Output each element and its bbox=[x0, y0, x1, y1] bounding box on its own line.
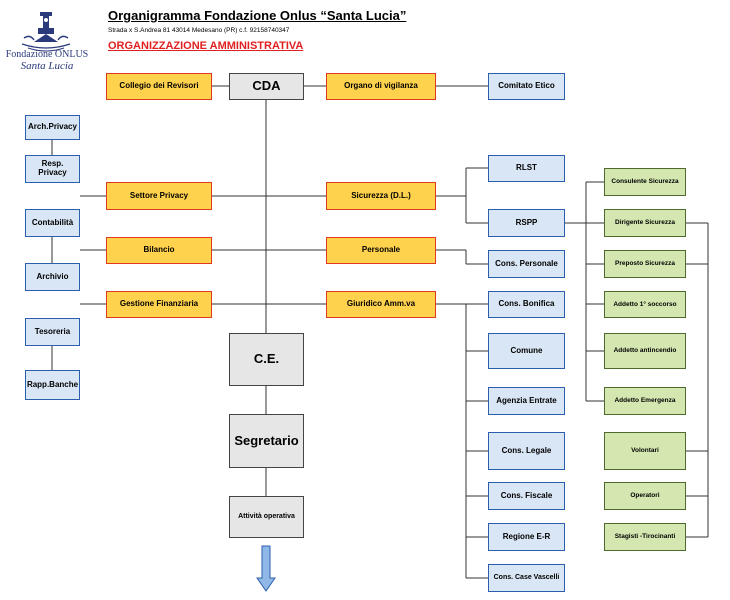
node-cons-legale: Cons. Legale bbox=[488, 432, 565, 470]
node-arch-privacy: Arch.Privacy bbox=[25, 115, 80, 140]
node-rspp: RSPP bbox=[488, 209, 565, 237]
logo-text-line2: Santa Lucia bbox=[20, 60, 74, 72]
node-resp-privacy: Resp. Privacy bbox=[25, 155, 80, 183]
node-addetto-soccorso: Addetto 1° soccorso bbox=[604, 291, 686, 318]
node-contabilita: Contabilità bbox=[25, 209, 80, 237]
node-dirigente-sicurezza: Dirigente Sicurezza bbox=[604, 209, 686, 237]
node-consulente-sicurezza: Consulente Sicurezza bbox=[604, 168, 686, 196]
node-collegio-revisori: Collegio dei Revisori bbox=[106, 73, 212, 100]
node-settore-privacy: Settore Privacy bbox=[106, 182, 212, 210]
node-rlst: RLST bbox=[488, 155, 565, 182]
node-cda: CDA bbox=[229, 73, 304, 100]
node-giuridico: Giuridico Amm.va bbox=[326, 291, 436, 318]
address-line: Strada x S.Andrea 81 43014 Medesano (PR)… bbox=[108, 27, 290, 34]
logo-emblem-icon bbox=[21, 12, 71, 52]
node-operatori: Operatori bbox=[604, 482, 686, 510]
node-volontari: Volontari bbox=[604, 432, 686, 470]
node-attivita-operativa: Attività operativa bbox=[229, 496, 304, 538]
node-addetto-emergenza: Addetto Emergenza bbox=[604, 387, 686, 415]
node-personale: Personale bbox=[326, 237, 436, 264]
node-regione-er: Regione E-R bbox=[488, 523, 565, 551]
logo-text-line1: Fondazione ONLUS bbox=[5, 49, 89, 60]
node-cons-bonifica: Cons. Bonifica bbox=[488, 291, 565, 318]
node-cons-case-vascelli: Cons. Case Vascelli bbox=[488, 564, 565, 592]
node-comitato-etico: Comitato Etico bbox=[488, 73, 565, 100]
node-preposto-sicurezza: Preposto Sicurezza bbox=[604, 250, 686, 278]
page-title: Organigramma Fondazione Onlus “Santa Luc… bbox=[108, 8, 407, 23]
node-agenzia-entrate: Agenzia Entrate bbox=[488, 387, 565, 415]
node-rapp-banche: Rapp.Banche bbox=[25, 370, 80, 400]
node-ce: C.E. bbox=[229, 333, 304, 386]
node-sicurezza: Sicurezza (D.L.) bbox=[326, 182, 436, 210]
node-organo-vigilanza: Organo di vigilanza bbox=[326, 73, 436, 100]
node-cons-fiscale: Cons. Fiscale bbox=[488, 482, 565, 510]
down-arrow-icon bbox=[256, 545, 276, 592]
node-segretario: Segretario bbox=[229, 414, 304, 468]
node-bilancio: Bilancio bbox=[106, 237, 212, 264]
section-title: ORGANIZZAZIONE AMMINISTRATIVA bbox=[108, 40, 304, 52]
node-comune: Comune bbox=[488, 333, 565, 369]
node-stagisti: Stagisti -Tirocinanti bbox=[604, 523, 686, 551]
node-addetto-antincendio: Addetto antincendio bbox=[604, 333, 686, 369]
node-gestione-finanziaria: Gestione Finanziaria bbox=[106, 291, 212, 318]
node-archivio: Archivio bbox=[25, 263, 80, 291]
node-cons-personale: Cons. Personale bbox=[488, 250, 565, 278]
logo bbox=[0, 6, 92, 80]
node-tesoreria: Tesoreria bbox=[25, 318, 80, 346]
